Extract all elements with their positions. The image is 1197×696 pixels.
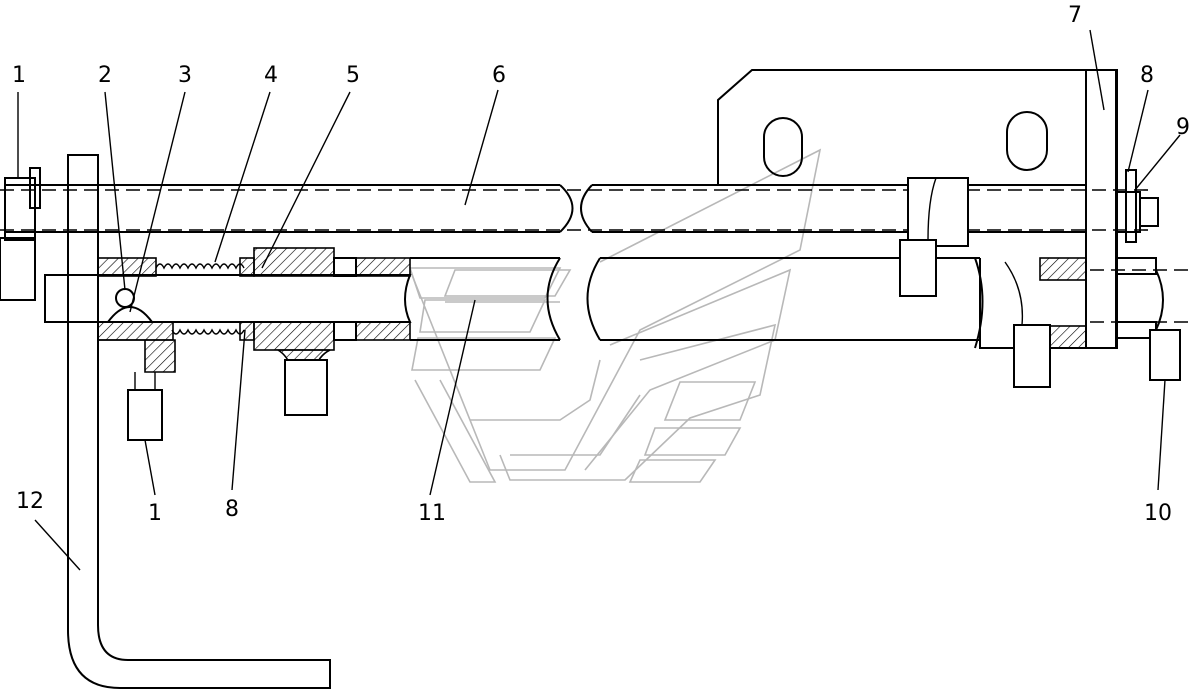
latch-block	[97, 257, 176, 441]
callout-6: 6	[492, 63, 506, 88]
callout-2: 2	[98, 63, 112, 88]
watermark-logo	[408, 148, 822, 483]
callout-11: 11	[418, 501, 446, 526]
callout-8-bottom: 8	[225, 497, 239, 522]
right-clamps	[899, 177, 1190, 388]
shaft-6	[0, 169, 1159, 243]
callout-12: 12	[16, 489, 44, 514]
callout-5: 5	[346, 63, 360, 88]
callout-1-top: 1	[12, 63, 26, 88]
callout-3: 3	[178, 63, 192, 88]
callout-9: 9	[1176, 115, 1190, 140]
leader-lines	[17, 29, 1181, 571]
left-end-pin	[0, 167, 41, 301]
bushing-5	[239, 247, 411, 416]
callout-labels: 1 2 3 4 5 6 7 8 9 1 8 11 10 12	[12, 3, 1190, 526]
callout-10: 10	[1144, 501, 1172, 526]
callout-7: 7	[1068, 3, 1082, 28]
callout-8-right: 8	[1140, 63, 1154, 88]
callout-1-bottom: 1	[148, 501, 162, 526]
lever-12	[67, 154, 331, 689]
spring-4	[155, 263, 245, 335]
callout-4: 4	[264, 63, 278, 88]
